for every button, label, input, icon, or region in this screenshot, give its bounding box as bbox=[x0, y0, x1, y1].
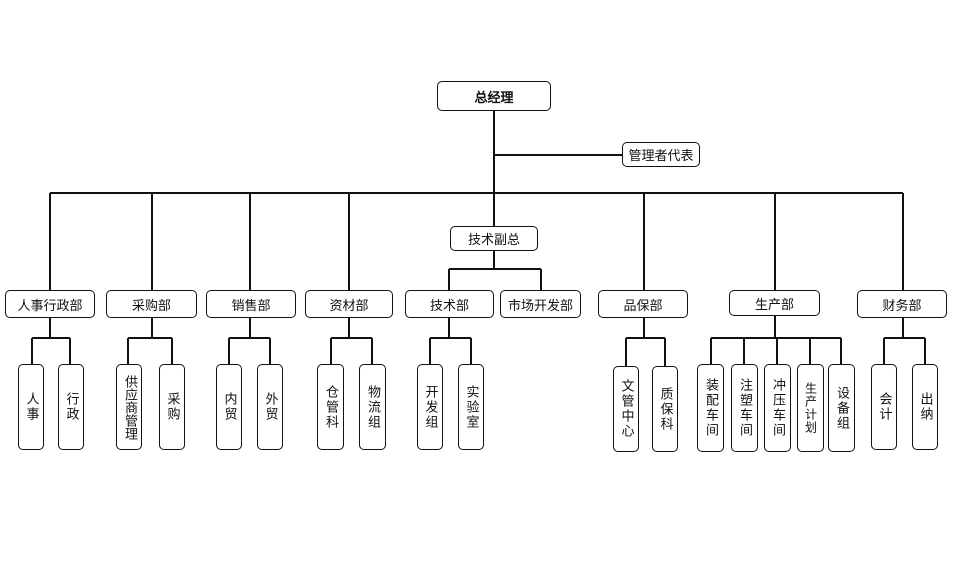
unit-assembly-workshop: 装配车间 bbox=[697, 364, 724, 452]
dept-production: 生产部 bbox=[729, 290, 820, 316]
dept-hr-admin: 人事行政部 bbox=[5, 290, 95, 318]
general-manager-box: 总经理 bbox=[437, 81, 551, 111]
unit-accounting: 会计 bbox=[871, 364, 897, 450]
tech-vp-box: 技术副总 bbox=[450, 226, 538, 251]
unit-production-planning: 生产计划 bbox=[797, 364, 824, 452]
unit-equipment-group: 设备组 bbox=[828, 364, 855, 452]
unit-supplier-management: 供应商管理 bbox=[116, 364, 142, 450]
dept-tech: 技术部 bbox=[405, 290, 494, 318]
dept-materials: 资材部 bbox=[305, 290, 393, 318]
unit-warehouse: 仓管科 bbox=[317, 364, 344, 450]
unit-personnel: 人事 bbox=[18, 364, 44, 450]
unit-domestic-trade: 内贸 bbox=[216, 364, 242, 450]
unit-administration: 行政 bbox=[58, 364, 84, 450]
unit-foreign-trade: 外贸 bbox=[257, 364, 283, 450]
unit-injection-workshop: 注塑车间 bbox=[731, 364, 758, 452]
dept-purchasing: 采购部 bbox=[106, 290, 197, 318]
unit-laboratory: 实验室 bbox=[458, 364, 484, 450]
dept-market-development: 市场开发部 bbox=[500, 290, 581, 318]
unit-quality-section: 质保科 bbox=[652, 366, 678, 452]
dept-finance: 财务部 bbox=[857, 290, 947, 318]
unit-stamping-workshop: 冲压车间 bbox=[764, 364, 791, 452]
unit-cashier: 出纳 bbox=[912, 364, 938, 450]
dept-quality-assurance: 品保部 bbox=[598, 290, 688, 318]
unit-development-group: 开发组 bbox=[417, 364, 443, 450]
unit-document-control: 文管中心 bbox=[613, 366, 639, 452]
unit-logistics: 物流组 bbox=[359, 364, 386, 450]
management-representative-box: 管理者代表 bbox=[622, 142, 700, 167]
dept-sales: 销售部 bbox=[206, 290, 296, 318]
unit-procurement: 采购 bbox=[159, 364, 185, 450]
